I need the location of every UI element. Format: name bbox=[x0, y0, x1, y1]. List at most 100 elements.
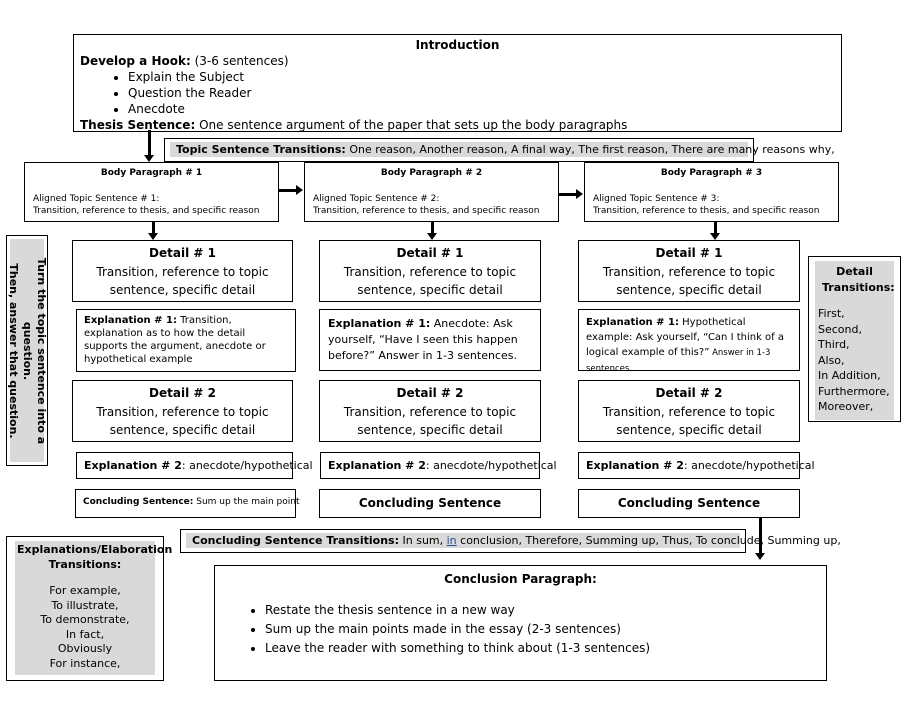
conclusion-box: Conclusion Paragraph: Restate the thesis… bbox=[214, 565, 827, 681]
explanation-text: Explanation # 1: Anecdote: Ask yourself,… bbox=[328, 316, 532, 364]
explanation-text: Explanation # 2: anecdote/hypothetical bbox=[586, 458, 815, 473]
explanation-label: Explanation # 1: bbox=[84, 315, 177, 326]
elaboration-item: To demonstrate, bbox=[40, 613, 130, 626]
hook-bullet: Anecdote bbox=[128, 101, 835, 117]
arrow-body3-to-detail bbox=[710, 222, 720, 240]
hook-line: Develop a Hook: (3-6 sentences) bbox=[80, 53, 835, 69]
detail-text: Transition, reference to topic sentence,… bbox=[96, 405, 269, 437]
detail-transitions-inner: Detail Transitions: First, Second, Third… bbox=[815, 261, 895, 420]
col1-detail2-box: Detail # 2 Transition, reference to topi… bbox=[72, 380, 293, 442]
concluding-label: Concluding Sentence bbox=[617, 496, 761, 510]
explanation-label: Explanation # 2 bbox=[586, 459, 684, 472]
concluding-transitions-box: Concluding Sentence Transitions: In sum,… bbox=[180, 529, 841, 553]
concluding-transitions-text: Concluding Sentence Transitions: In sum,… bbox=[186, 533, 841, 548]
aligned-topic-label: Aligned Topic Sentence # 1: bbox=[33, 194, 160, 204]
arrow-intro-to-body1 bbox=[144, 130, 154, 162]
explanation-text: Explanation # 2: anecdote/hypothetical bbox=[328, 458, 557, 473]
concluding-transitions-before: In sum, bbox=[399, 534, 447, 547]
aligned-topic-label: Aligned Topic Sentence # 2: bbox=[313, 194, 440, 204]
hook-bullet-list: Explain the Subject Question the Reader … bbox=[80, 69, 835, 117]
detail-text: Transition, reference to topic sentence,… bbox=[343, 265, 517, 297]
elaboration-transitions-inner: Explanations/Elaboration Transitions: Fo… bbox=[15, 541, 173, 675]
thesis-line: Thesis Sentence: One sentence argument o… bbox=[80, 117, 835, 133]
hook-label: Develop a Hook: bbox=[80, 54, 191, 68]
question-side-line2: Then, answer that question. bbox=[7, 262, 20, 439]
topic-transitions-list: One reason, Another reason, A final way,… bbox=[345, 143, 835, 156]
arrow-body1-to-detail bbox=[148, 222, 158, 240]
detail-transitions-title: Detail Transitions: bbox=[822, 265, 895, 294]
introduction-box: Introduction Develop a Hook: (3-6 senten… bbox=[73, 34, 842, 132]
arrow-body2-to-detail bbox=[427, 222, 437, 240]
col1-detail1-box: Detail # 1 Transition, reference to topi… bbox=[72, 240, 293, 302]
explanation-body: Hypothetical example: Ask yourself, “Can… bbox=[586, 317, 784, 358]
concluding-text: Concluding Sentence: Sum up the main poi… bbox=[83, 496, 300, 508]
spacer bbox=[818, 295, 891, 306]
conclusion-bullet: Leave the reader with something to think… bbox=[265, 639, 816, 658]
concluding-transitions-after: conclusion, Therefore, Summing up, Thus,… bbox=[456, 534, 841, 547]
explanation-body: Transition, explanation as to how the de… bbox=[84, 315, 266, 365]
question-side-line1: Turn the topic sentence into a question. bbox=[21, 257, 48, 444]
elaboration-item: Obviously bbox=[57, 642, 113, 655]
detail-text: Transition, reference to topic sentence,… bbox=[343, 405, 517, 437]
aligned-topic-text: Transition, reference to thesis, and spe… bbox=[33, 206, 260, 216]
col2-detail1-box: Detail # 1 Transition, reference to topi… bbox=[319, 240, 541, 302]
elaboration-item: For example, bbox=[49, 584, 121, 597]
detail-transition-item: Furthermore, bbox=[818, 384, 890, 398]
col2-concluding-box: Concluding Sentence bbox=[319, 489, 541, 518]
detail-title: Detail # 1 bbox=[396, 246, 464, 260]
conclusion-bullet: Sum up the main points made in the essay… bbox=[265, 620, 816, 639]
arrow-to-conclusion bbox=[755, 518, 765, 560]
col2-explanation2-box: Explanation # 2: anecdote/hypothetical bbox=[320, 452, 557, 479]
elaboration-item: To illustrate, bbox=[51, 598, 119, 612]
hook-bullet: Question the Reader bbox=[128, 85, 835, 101]
thesis-text: One sentence argument of the paper that … bbox=[195, 118, 628, 132]
body-paragraph-title: Body Paragraph # 1 bbox=[100, 168, 203, 178]
concluding-transitions-underlined: in bbox=[446, 534, 457, 547]
hook-bullet: Explain the Subject bbox=[128, 69, 835, 85]
explanation-label: Explanation # 1: bbox=[328, 317, 431, 330]
explanation-text: Explanation # 2: anecdote/hypothetical bbox=[84, 458, 313, 473]
elaboration-transitions-title: Explanations/Elaboration Transitions: bbox=[17, 543, 173, 571]
elaboration-item: For instance, bbox=[49, 656, 121, 670]
explanation-body: : anecdote/hypothetical bbox=[181, 459, 313, 472]
col2-detail2-box: Detail # 2 Transition, reference to topi… bbox=[319, 380, 541, 442]
body-paragraph-3-box: Body Paragraph # 3 Aligned Topic Sentenc… bbox=[584, 162, 839, 222]
question-side-box: Turn the topic sentence into a question.… bbox=[6, 235, 48, 466]
detail-title: Detail # 1 bbox=[149, 246, 216, 260]
detail-title: Detail # 2 bbox=[396, 386, 464, 400]
elaboration-item: In fact, bbox=[65, 627, 105, 641]
hook-text: (3-6 sentences) bbox=[190, 54, 289, 68]
concluding-transitions-label: Concluding Sentence Transitions: bbox=[192, 534, 399, 547]
detail-text: Transition, reference to topic sentence,… bbox=[96, 265, 269, 297]
conclusion-bullet: Restate the thesis sentence in a new way bbox=[265, 601, 816, 620]
aligned-topic-label: Aligned Topic Sentence # 3: bbox=[593, 194, 720, 204]
col2-explanation1-box: Explanation # 1: Anecdote: Ask yourself,… bbox=[319, 309, 541, 371]
detail-title: Detail # 2 bbox=[655, 386, 723, 400]
detail-text: Transition, reference to topic sentence,… bbox=[602, 265, 776, 297]
explanation-label: Explanation # 1: bbox=[586, 317, 679, 328]
col1-concluding-box: Concluding Sentence: Sum up the main poi… bbox=[75, 489, 300, 518]
col3-detail1-box: Detail # 1 Transition, reference to topi… bbox=[578, 240, 800, 302]
conclusion-title: Conclusion Paragraph: bbox=[444, 572, 597, 586]
detail-text: Transition, reference to topic sentence,… bbox=[602, 405, 776, 437]
body-paragraph-title: Body Paragraph # 3 bbox=[660, 168, 763, 178]
aligned-topic-text: Transition, reference to thesis, and spe… bbox=[313, 206, 540, 216]
body-paragraph-title: Body Paragraph # 2 bbox=[380, 168, 483, 178]
col3-explanation1-box: Explanation # 1: Hypothetical example: A… bbox=[578, 309, 800, 374]
explanation-body: : anecdote/hypothetical bbox=[425, 459, 557, 472]
detail-transition-item: Also, bbox=[818, 353, 845, 367]
topic-transitions-text: Topic Sentence Transitions: One reason, … bbox=[170, 142, 835, 157]
col1-explanation2-box: Explanation # 2: anecdote/hypothetical bbox=[76, 452, 313, 479]
question-side-text: Turn the topic sentence into a question.… bbox=[6, 239, 48, 462]
explanation-text: Explanation # 1: Hypothetical example: A… bbox=[586, 315, 792, 377]
conclusion-bullet-list: Restate the thesis sentence in a new way… bbox=[225, 601, 816, 658]
detail-title: Detail # 2 bbox=[149, 386, 216, 400]
concluding-body: Sum up the main point bbox=[193, 497, 300, 507]
col3-explanation2-box: Explanation # 2: anecdote/hypothetical bbox=[578, 452, 815, 479]
detail-title: Detail # 1 bbox=[655, 246, 723, 260]
explanation-label: Explanation # 2 bbox=[84, 459, 182, 472]
elaboration-transitions-box: Explanations/Elaboration Transitions: Fo… bbox=[6, 536, 173, 681]
spacer bbox=[17, 572, 153, 584]
detail-transition-item: In Addition, bbox=[818, 369, 881, 382]
concluding-label: Concluding Sentence bbox=[358, 496, 502, 510]
